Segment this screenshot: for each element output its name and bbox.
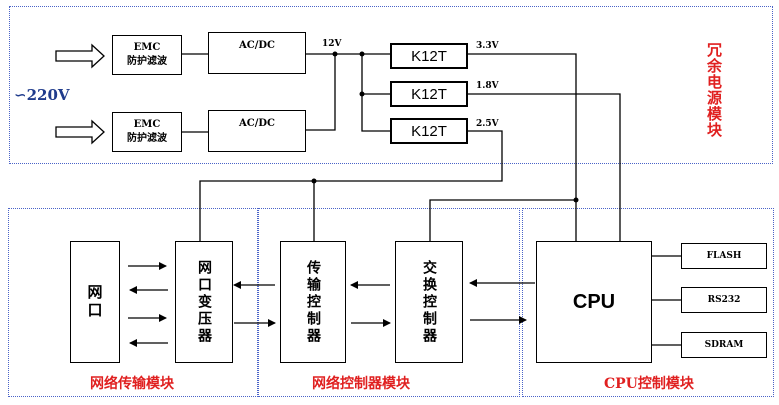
emc-filter-2-line1: EMC bbox=[133, 119, 161, 130]
acdc-converter-1-label: AC/DC bbox=[238, 40, 275, 51]
network-port-box: 网口 bbox=[70, 241, 120, 363]
regulator-k12t-1: K12T bbox=[390, 43, 468, 69]
voltage-1v8-label: 1.8V bbox=[476, 81, 499, 91]
network-transfer-region bbox=[8, 208, 258, 397]
sdram-box: SDRAM bbox=[681, 332, 767, 358]
regulator-k12t-2-label: K12T bbox=[411, 85, 447, 103]
switch-controller-label: 交换控制器 bbox=[421, 259, 437, 345]
acdc-converter-2-label: AC/DC bbox=[238, 118, 275, 129]
cpu-label: CPU bbox=[572, 290, 616, 313]
power-module-title: 冗余电源模块 bbox=[705, 42, 723, 138]
sdram-label: SDRAM bbox=[704, 340, 744, 350]
switch-controller-box: 交换控制器 bbox=[395, 241, 463, 363]
network-port-label: 网口 bbox=[85, 284, 104, 320]
network-transfer-title: 网络传输模块 bbox=[90, 376, 174, 392]
regulator-k12t-2: K12T bbox=[390, 81, 468, 107]
acdc-converter-2: AC/DC bbox=[208, 110, 306, 152]
regulator-k12t-1-label: K12T bbox=[411, 47, 447, 65]
input-arrow-1 bbox=[55, 43, 105, 69]
network-transformer-label: 网口变压器 bbox=[196, 259, 212, 345]
network-transformer-box: 网口变压器 bbox=[175, 241, 233, 363]
emc-filter-2: EMC 防护滤波 bbox=[112, 112, 182, 152]
network-controller-region bbox=[258, 208, 520, 397]
rs232-box: RS232 bbox=[681, 287, 767, 313]
power-module-region bbox=[9, 6, 773, 164]
transfer-controller-label: 传输控制器 bbox=[305, 259, 321, 345]
emc-filter-2-line2: 防护滤波 bbox=[127, 133, 167, 144]
acdc-converter-1: AC/DC bbox=[208, 32, 306, 74]
ac-input-label: ∽220V bbox=[14, 86, 70, 104]
flash-label: FLASH bbox=[706, 251, 742, 261]
cpu-module-title: CPU控制模块 bbox=[604, 376, 694, 392]
cpu-module-region bbox=[522, 208, 774, 397]
voltage-2v5-label: 2.5V bbox=[476, 119, 499, 129]
voltage-3v3-label: 3.3V bbox=[476, 41, 499, 51]
rs232-label: RS232 bbox=[707, 295, 741, 305]
emc-filter-1-line1: EMC bbox=[133, 42, 161, 53]
cpu-box: CPU bbox=[536, 241, 652, 363]
emc-filter-1-line2: 防护滤波 bbox=[127, 56, 167, 67]
flash-box: FLASH bbox=[681, 243, 767, 269]
emc-filter-1: EMC 防护滤波 bbox=[112, 35, 182, 75]
transfer-controller-box: 传输控制器 bbox=[280, 241, 346, 363]
regulator-k12t-3: K12T bbox=[390, 118, 468, 144]
bus-voltage-label: 12V bbox=[322, 39, 342, 49]
network-controller-title: 网络控制器模块 bbox=[312, 376, 410, 392]
regulator-k12t-3-label: K12T bbox=[411, 122, 447, 140]
input-arrow-2 bbox=[55, 119, 105, 145]
